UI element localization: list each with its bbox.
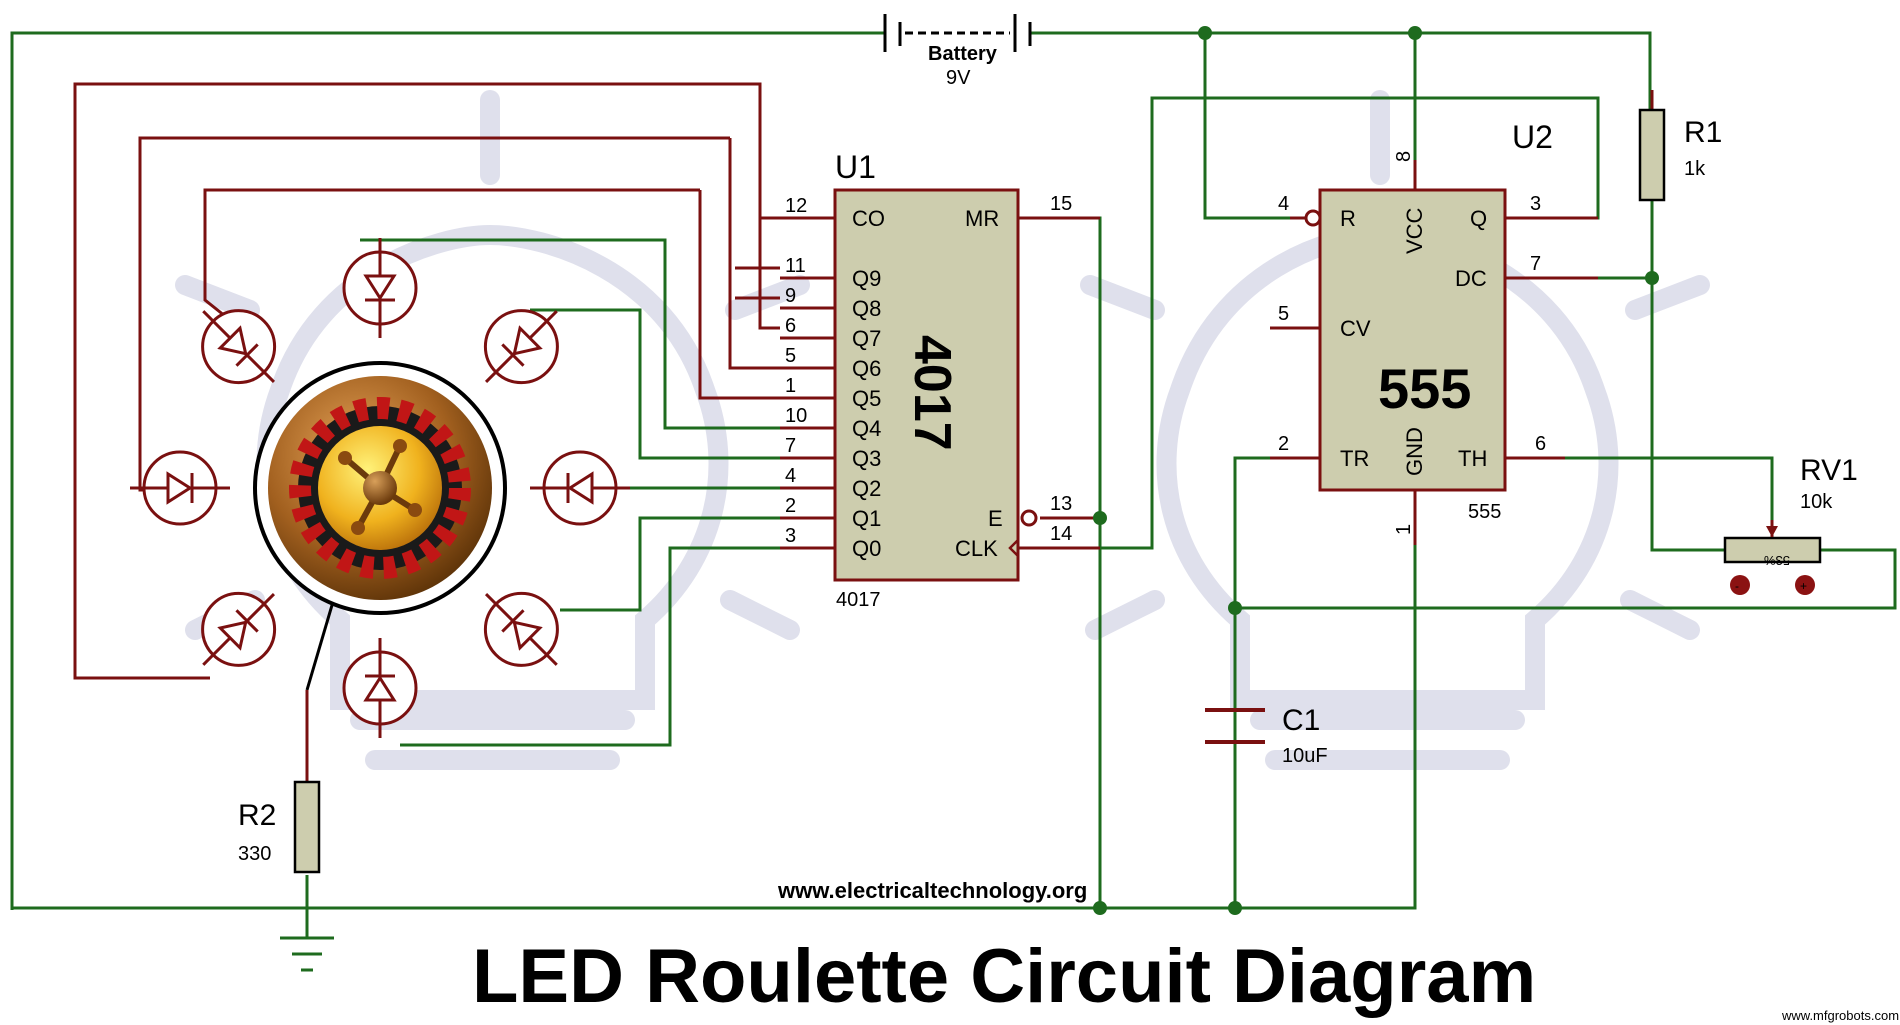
u1-pin-name: Q5 xyxy=(852,386,881,411)
u1-pin-number: 11 xyxy=(785,255,806,277)
u2-ref: U2 xyxy=(1512,119,1553,155)
u1-pin-mr-name: MR xyxy=(965,206,999,231)
watermark-url: www.electricaltechnology.org xyxy=(777,878,1087,903)
u1-pin-name: Q2 xyxy=(852,476,881,501)
u2-body-label: 555 xyxy=(1378,357,1471,420)
r2-value: 330 xyxy=(238,843,271,865)
u1-pin-name: Q6 xyxy=(852,356,881,381)
u2-pin-vcc-num: 8 xyxy=(1393,151,1415,162)
u2-pin-r-name: R xyxy=(1340,206,1356,231)
u1-pin-number: 2 xyxy=(785,495,796,517)
u1-pin-number: 9 xyxy=(785,285,796,307)
led-diode-icon xyxy=(342,638,418,738)
u1-pin-clk-name: CLK xyxy=(955,536,998,561)
u1-pin-e-num: 13 xyxy=(1050,493,1072,515)
u1-part: 4017 xyxy=(836,589,881,611)
u1-pin-name: Q7 xyxy=(852,326,881,351)
u2-pin-q-num: 3 xyxy=(1530,193,1541,215)
battery-value: 9V xyxy=(946,67,971,89)
junctions xyxy=(1093,26,1659,915)
u2-pin-cv-name: CV xyxy=(1340,316,1371,341)
u1-pin-number: 4 xyxy=(785,465,796,487)
u2-pin-q-name: Q xyxy=(1470,206,1487,231)
led-diode-icon xyxy=(530,450,630,526)
u1-pin-name: Q1 xyxy=(852,506,881,531)
battery-label: Battery xyxy=(928,43,998,65)
u1-pin-number: 7 xyxy=(785,435,796,457)
rv1-ref: RV1 xyxy=(1800,454,1858,487)
u1-pin-clk-num: 14 xyxy=(1050,523,1072,545)
u1-pin-mr-num: 15 xyxy=(1050,193,1072,215)
led-diode-icon xyxy=(201,309,277,385)
r1-ref: R1 xyxy=(1684,116,1722,149)
u2-pin-th-name: TH xyxy=(1458,446,1487,471)
u2-pin-vcc-name: VCC xyxy=(1402,207,1427,254)
resistor-r1: R1 1k xyxy=(1638,90,1722,202)
u1-pin-name: Q9 xyxy=(852,266,881,291)
u1-pin-name: Q0 xyxy=(852,536,881,561)
capacitor-c1: C1 10uF xyxy=(1205,704,1328,767)
u2-pin-tr-num: 2 xyxy=(1278,433,1289,455)
u1-pin-number: 5 xyxy=(785,345,796,367)
svg-text:-: - xyxy=(1735,579,1739,593)
led-diode-icon xyxy=(483,591,559,667)
diagram-title: LED Roulette Circuit Diagram xyxy=(472,934,1536,1019)
potentiometer-rv1: 53% - + RV1 10k xyxy=(1723,454,1858,595)
u2-pin-tr-name: TR xyxy=(1340,446,1369,471)
u1-pin-number: 6 xyxy=(785,315,796,337)
battery: Battery 9V xyxy=(883,14,1032,89)
u1-pin-name: Q4 xyxy=(852,416,881,441)
rv1-setting: 53% xyxy=(1764,553,1790,568)
ic-u2-555: U2 555 555 4 R 8 VCC 3 Q 7 DC 5 CV 2 TR … xyxy=(1270,119,1598,545)
u2-pin-gnd-num: 1 xyxy=(1393,524,1415,535)
u2-part: 555 xyxy=(1468,501,1501,523)
u2-pin-dc-name: DC xyxy=(1455,266,1487,291)
u2-pin-th-num: 6 xyxy=(1535,433,1546,455)
u1-pin-number: 1 xyxy=(785,375,796,397)
u1-body-label: 4017 xyxy=(903,335,961,451)
c1-value: 10uF xyxy=(1282,745,1328,767)
led-diode-icon xyxy=(130,450,230,526)
u1-pin-number: 10 xyxy=(785,405,807,427)
svg-text:+: + xyxy=(1800,579,1807,593)
roulette-wheel xyxy=(253,361,507,615)
r1-value: 1k xyxy=(1684,158,1706,180)
r2-ref: R2 xyxy=(238,799,276,832)
u1-pin-name: Q3 xyxy=(852,446,881,471)
c1-ref: C1 xyxy=(1282,704,1320,737)
corner-credit: www.mfgrobots.com xyxy=(1781,1008,1899,1023)
u1-pin-number: 3 xyxy=(785,525,796,547)
u1-pin-name: CO xyxy=(852,206,885,231)
u1-ref: U1 xyxy=(835,149,876,185)
u1-pin-name: Q8 xyxy=(852,296,881,321)
u2-pin-cv-num: 5 xyxy=(1278,303,1289,325)
u2-pin-gnd-name: GND xyxy=(1402,427,1427,476)
u2-pin-dc-num: 7 xyxy=(1530,253,1541,275)
led-diode-icon xyxy=(342,238,418,338)
u1-pin-number: 12 xyxy=(785,195,807,217)
led-diode-icon xyxy=(201,591,277,667)
u2-pin-r-num: 4 xyxy=(1278,193,1289,215)
resistor-r2: R2 330 xyxy=(238,594,337,874)
rv1-value: 10k xyxy=(1800,491,1833,513)
u1-pin-e-name: E xyxy=(988,506,1003,531)
led-diode-icon xyxy=(483,309,559,385)
